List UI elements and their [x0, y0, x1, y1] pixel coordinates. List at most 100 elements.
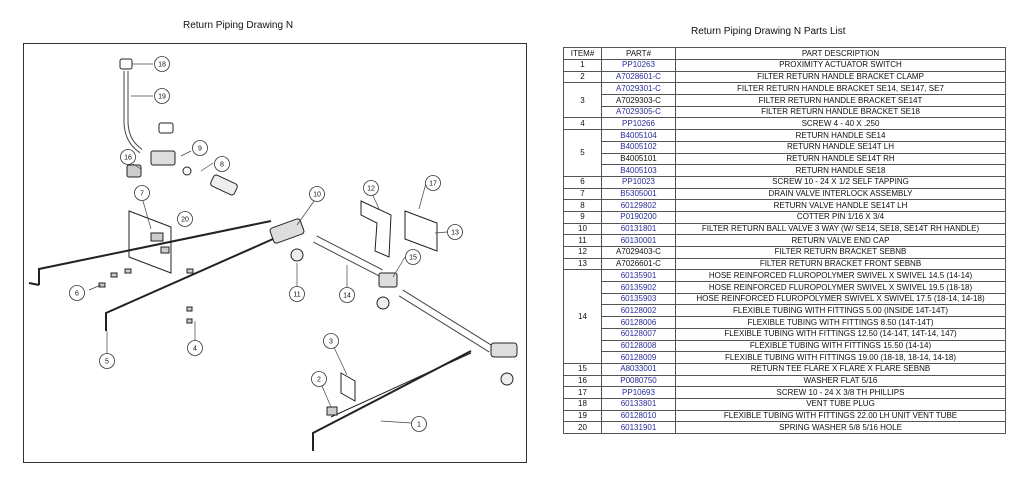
part-description-cell: FLEXIBLE TUBING WITH FITTINGS 19.00 (18-… — [675, 351, 1006, 364]
return-handle-rod-left — [28, 220, 274, 331]
part-number-cell[interactable]: 60131801 — [601, 222, 676, 236]
part-number-cell: B4005101 — [601, 152, 676, 166]
part-description-cell: RETURN HANDLE SE14T LH — [675, 140, 1006, 154]
part-description-cell: RETURN VALVE HANDLE SE14T LH — [675, 199, 1006, 212]
part-description-cell: FLEXIBLE TUBING WITH FITTINGS 15.50 (14-… — [675, 339, 1006, 353]
part-number-cell[interactable]: P0190200 — [601, 210, 676, 224]
part-number-cell[interactable]: 60131901 — [601, 421, 676, 434]
return-handle-rod-right — [312, 350, 472, 451]
center-valve-assembly — [269, 218, 305, 262]
callout-bubble-13 — [447, 224, 463, 240]
part-number-cell[interactable]: B4005103 — [601, 164, 676, 177]
item-number-cell: 1 — [563, 59, 602, 72]
callout-label-15: 15 — [409, 255, 417, 262]
part-number-cell[interactable]: P0080750 — [601, 374, 676, 388]
callout-label-5: 5 — [105, 359, 109, 366]
parts-list-title: Return Piping Drawing N Parts List — [691, 26, 846, 37]
callout-label-8: 8 — [220, 162, 224, 169]
part-description-cell: SCREW 10 - 24 X 3/8 TH PHILLIPS — [675, 386, 1006, 399]
part-description-cell: WASHER FLAT 5/16 — [675, 374, 1006, 388]
part-number-cell[interactable]: 60128008 — [601, 339, 676, 353]
part-number-cell[interactable]: PP10693 — [601, 386, 676, 399]
part-number-cell[interactable]: PP10023 — [601, 175, 676, 189]
item-number-cell: 7 — [563, 187, 602, 201]
part-number-cell[interactable]: 60130001 — [601, 234, 676, 247]
left-valve-assembly — [126, 150, 238, 196]
part-description-cell: RETURN HANDLE SE14T RH — [675, 152, 1006, 166]
callout-bubble-14 — [339, 287, 355, 303]
part-description-cell: FILTER RETURN BRACKET FRONT SEBNB — [675, 257, 1006, 271]
item-number-cell: 5 — [563, 129, 602, 177]
part-description-cell: FILTER RETURN HANDLE BRACKET SE14, SE147… — [675, 82, 1006, 96]
part-description-cell: FLEXIBLE TUBING WITH FITTINGS 12.50 (14-… — [675, 327, 1006, 341]
part-description-cell: SCREW 4 - 40 X .250 — [675, 117, 1006, 131]
part-description-cell: FLEXIBLE TUBING WITH FITTINGS 8.50 (14T-… — [675, 316, 1006, 329]
item-number-cell: 17 — [563, 386, 602, 399]
part-number-cell[interactable]: A7028601-C — [601, 70, 676, 84]
part-description-cell: RETURN HANDLE SE18 — [675, 164, 1006, 177]
callout-label-9: 9 — [198, 146, 202, 153]
part-number-cell[interactable]: A8033001 — [601, 362, 676, 376]
part-number-cell[interactable]: B4005104 — [601, 129, 676, 142]
part-number-cell[interactable]: PP10263 — [601, 59, 676, 72]
callout-label-2: 2 — [317, 377, 321, 384]
part-number-cell[interactable]: PP10266 — [601, 117, 676, 131]
callout-bubble-2 — [311, 371, 327, 387]
item-number-cell: 20 — [563, 421, 602, 434]
vent-tube — [119, 58, 174, 154]
callout-label-4: 4 — [193, 346, 197, 353]
part-number-cell[interactable]: 60128006 — [601, 316, 676, 329]
callout-label-19: 19 — [158, 94, 166, 101]
part-number-cell[interactable]: 60129802 — [601, 199, 676, 212]
part-description-cell: SPRING WASHER 5/8 5/16 HOLE — [675, 421, 1006, 434]
part-number-cell[interactable]: A7029301-C — [601, 82, 676, 96]
handle-bracket — [326, 372, 356, 416]
part-number-cell[interactable]: 60135903 — [601, 292, 676, 306]
part-number-cell[interactable]: 60128007 — [601, 327, 676, 341]
part-number-cell[interactable]: 60135901 — [601, 269, 676, 283]
callout-bubble-20 — [177, 211, 193, 227]
right-valve-assembly — [490, 342, 518, 386]
part-number-cell[interactable]: 60133801 — [601, 397, 676, 411]
part-number-cell[interactable]: 60128002 — [601, 304, 676, 318]
part-number-cell[interactable]: B5305001 — [601, 187, 676, 201]
callout-label-16: 16 — [124, 155, 132, 162]
callout-bubble-19 — [154, 88, 170, 104]
callout-bubble-16 — [120, 149, 136, 165]
callout-label-14: 14 — [343, 293, 351, 300]
item-number-cell: 16 — [563, 374, 602, 388]
part-number-cell[interactable]: 60128010 — [601, 409, 676, 423]
part-number-cell: A7029403-C — [601, 246, 676, 259]
callout-bubble-15 — [405, 249, 421, 265]
part-number-cell[interactable]: B4005102 — [601, 140, 676, 154]
part-number-cell[interactable]: 60128009 — [601, 351, 676, 364]
item-number-cell: 18 — [563, 397, 602, 411]
part-description-cell: FILTER RETURN HANDLE BRACKET SE18 — [675, 105, 1006, 119]
drain-valve-interlock-plate — [128, 210, 172, 274]
part-description-cell: COTTER PIN 1/16 X 3/4 — [675, 210, 1006, 224]
callout-bubble-6 — [69, 285, 85, 301]
part-number-cell: A7029303-C — [601, 94, 676, 107]
callout-label-1: 1 — [417, 422, 421, 429]
callout-bubble-11 — [289, 286, 305, 302]
part-number-cell[interactable]: 60135902 — [601, 281, 676, 294]
part-description-cell: FILTER RETURN HANDLE BRACKET SE14T — [675, 94, 1006, 107]
callout-bubble-1 — [411, 416, 427, 432]
part-number-cell[interactable]: A7029305-C — [601, 105, 676, 119]
